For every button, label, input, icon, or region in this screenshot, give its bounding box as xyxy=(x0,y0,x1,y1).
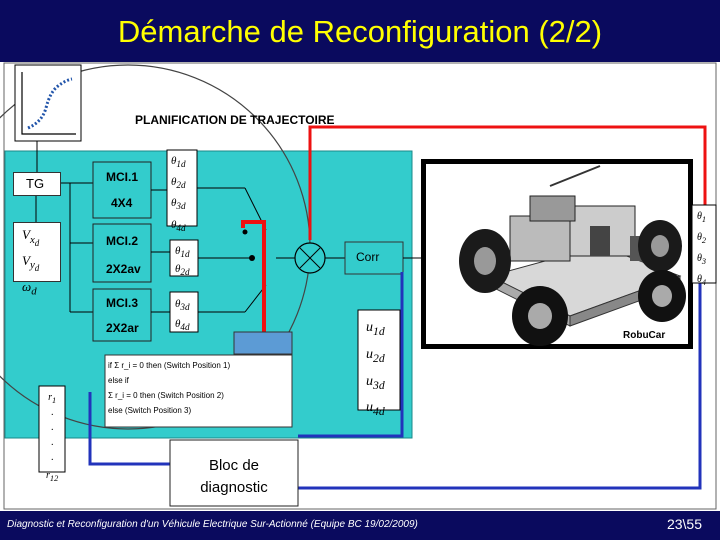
diagnostic-line-2: diagnostic xyxy=(170,477,298,499)
switch-logic-text: if Σ r_i = 0 then (Switch Position 1) el… xyxy=(108,358,230,418)
mci3-label: MCI.3 xyxy=(106,296,138,310)
mode2-label: 2X2av xyxy=(106,262,141,276)
switch-line-3: Σ r_i = 0 then (Switch Position 2) xyxy=(108,388,230,403)
corr-label: Corr xyxy=(356,250,379,264)
page-number: 23\55 xyxy=(667,516,702,532)
switch-line-1: if Σ r_i = 0 then (Switch Position 1) xyxy=(108,358,230,373)
switch-block xyxy=(234,332,292,354)
switch-line-2: else if xyxy=(108,373,230,388)
tg-label: TG xyxy=(26,176,44,191)
diagnostic-line-1: Bloc de xyxy=(170,455,298,477)
diagnostic-label: Bloc de diagnostic xyxy=(170,455,298,499)
mode1-label: 4X4 xyxy=(111,196,132,210)
mci2-label: MCI.2 xyxy=(106,234,138,248)
robucar-caption: RobuCar xyxy=(623,330,665,341)
residual-values: r1····r12 xyxy=(46,390,58,486)
footer-text: Diagnostic et Reconfiguration d'un Véhic… xyxy=(7,519,418,530)
mci1-label: MCI.1 xyxy=(106,170,138,184)
switch-line-4: else (Switch Position 3) xyxy=(108,403,230,418)
mode3-label: 2X2ar xyxy=(106,321,139,335)
planning-label: PLANIFICATION DE TRAJECTOIRE xyxy=(135,113,335,127)
